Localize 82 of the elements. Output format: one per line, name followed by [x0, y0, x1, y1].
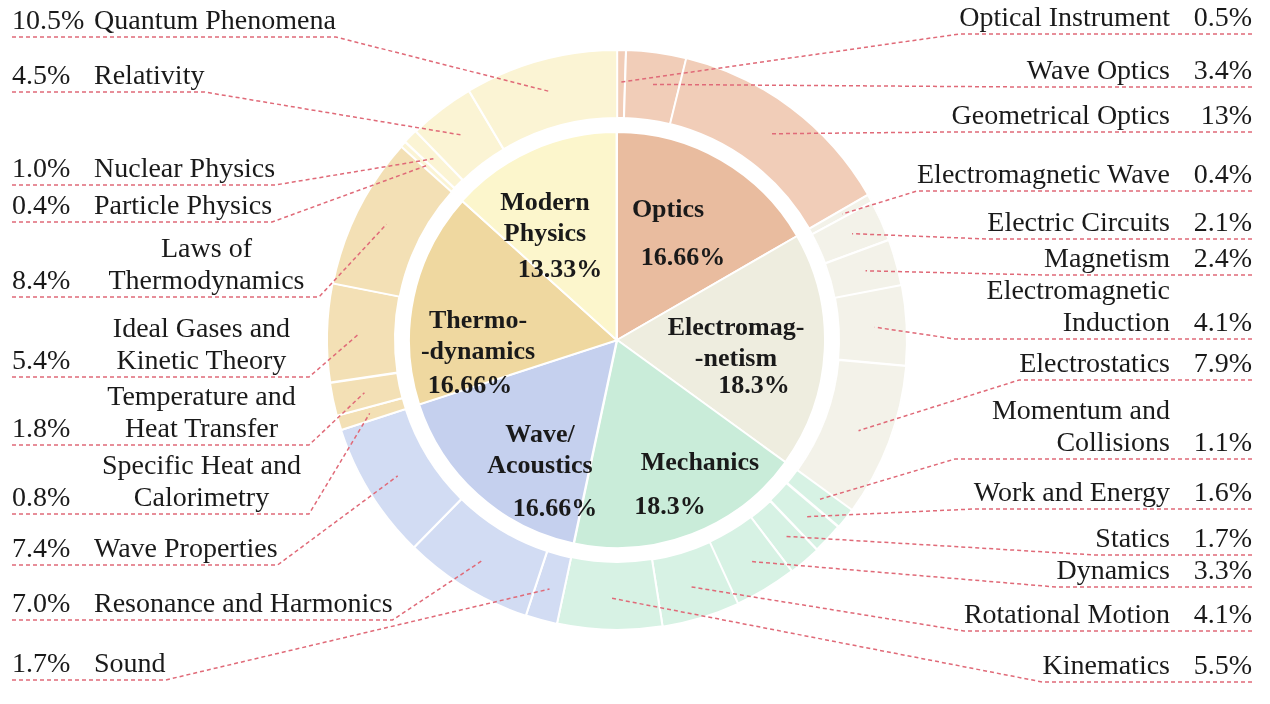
leader-line: [11, 588, 551, 681]
topic-label: Particle Physics: [94, 189, 273, 221]
percent-label: 10.5%: [12, 4, 84, 36]
percent-label: 8.4%: [12, 264, 72, 296]
percent-label: 13.33%: [517, 252, 603, 284]
topic-label: Statics: [1095, 522, 1170, 554]
percent-label: 4.1%: [1192, 598, 1252, 630]
leader-line: [620, 33, 1253, 83]
topic-label: Wave Properties: [94, 532, 278, 564]
topic-label: Resonance and Harmonics: [94, 587, 393, 619]
leader-line: [11, 559, 484, 621]
leader-line: [841, 190, 1253, 215]
percent-label: 1.7%: [12, 647, 72, 679]
percent-label: 4.1%: [1192, 306, 1252, 338]
percent-label: 7.0%: [12, 587, 72, 619]
percent-label: 0.4%: [12, 189, 72, 221]
topic-label: Electrostatics: [1019, 347, 1170, 379]
topic-label: Specific Heat and Calorimetry: [101, 449, 302, 513]
percent-label: 13%: [1199, 99, 1252, 131]
topic-label: Nuclear Physics: [94, 152, 276, 184]
topic-label: Rotational Motion: [963, 598, 1170, 630]
percent-label: 16.66%: [512, 491, 598, 523]
leader-line: [864, 270, 1253, 276]
leader-line: [771, 131, 1253, 135]
leader-line: [11, 91, 462, 136]
leader-line: [11, 412, 371, 515]
percent-label: 1.6%: [1192, 476, 1252, 508]
percent-label: 3.3%: [1192, 554, 1252, 586]
topic-label: Electric Circuits: [987, 206, 1170, 238]
topic-label: Dynamics: [1056, 554, 1170, 586]
topic-label: Electromagnetic Wave: [917, 158, 1170, 190]
percent-label: 16.66%: [640, 240, 726, 272]
leader-line: [651, 83, 1253, 88]
topic-label: Laws of Thermodynamics: [107, 232, 306, 296]
topic-label: Momentum and Collisions: [990, 394, 1170, 458]
percent-label: 7.9%: [1192, 347, 1252, 379]
percent-label: 7.4%: [12, 532, 72, 564]
leader-line: [11, 333, 360, 378]
percent-label: 2.4%: [1192, 242, 1252, 274]
topic-label: Temperature and Heat Transfer: [106, 380, 297, 444]
leader-line: [851, 232, 1253, 240]
topic-label: Quantum Phenomena: [94, 4, 336, 36]
leader-line: [857, 379, 1253, 432]
percent-label: 5.5%: [1192, 649, 1252, 681]
percent-label: 3.4%: [1192, 54, 1252, 86]
leader-line: [609, 597, 1253, 683]
leader-line: [11, 36, 550, 92]
topic-label: Work and Energy: [973, 476, 1170, 508]
leader-line: [11, 223, 388, 298]
leader-line: [11, 391, 366, 446]
leader-line: [11, 164, 428, 223]
percent-label: 0.4%: [1192, 158, 1252, 190]
category-label: Mechanics: [640, 445, 760, 477]
topic-label: Geometrical Optics: [951, 99, 1170, 131]
percent-label: 2.1%: [1192, 206, 1252, 238]
percent-label: 5.4%: [12, 344, 72, 376]
percent-label: 1.1%: [1192, 426, 1252, 458]
topic-label: Electromagnetic Induction: [985, 274, 1170, 338]
percent-label: 1.7%: [1192, 522, 1252, 554]
percent-label: 1.8%: [12, 412, 72, 444]
percent-label: 0.8%: [12, 481, 72, 513]
topic-label: Kinematics: [1042, 649, 1170, 681]
leader-line: [690, 586, 1253, 632]
topic-label: Magnetism: [1044, 242, 1170, 274]
percent-label: 16.66%: [427, 368, 513, 400]
category-label: Thermo- -dynamics: [419, 304, 537, 366]
category-label: Modern Physics: [499, 186, 591, 248]
topic-label: Wave Optics: [1026, 54, 1170, 86]
topic-label: Ideal Gases and Kinetic Theory: [111, 312, 292, 376]
percent-label: 1.0%: [12, 152, 72, 184]
percent-label: 4.5%: [12, 59, 72, 91]
percent-label: 18.3%: [634, 489, 706, 521]
category-label: Wave/ Acoustics: [486, 418, 594, 480]
leader-line: [11, 475, 399, 566]
topic-label: Sound: [94, 647, 166, 679]
topic-label: Relativity: [94, 59, 205, 91]
leader-line: [11, 158, 435, 186]
leader-line: [804, 508, 1253, 518]
leader-line: [819, 458, 1253, 500]
topic-label: Optical Instrument: [959, 1, 1170, 33]
category-label: Optics: [631, 192, 705, 224]
percent-label: 0.5%: [1192, 1, 1252, 33]
